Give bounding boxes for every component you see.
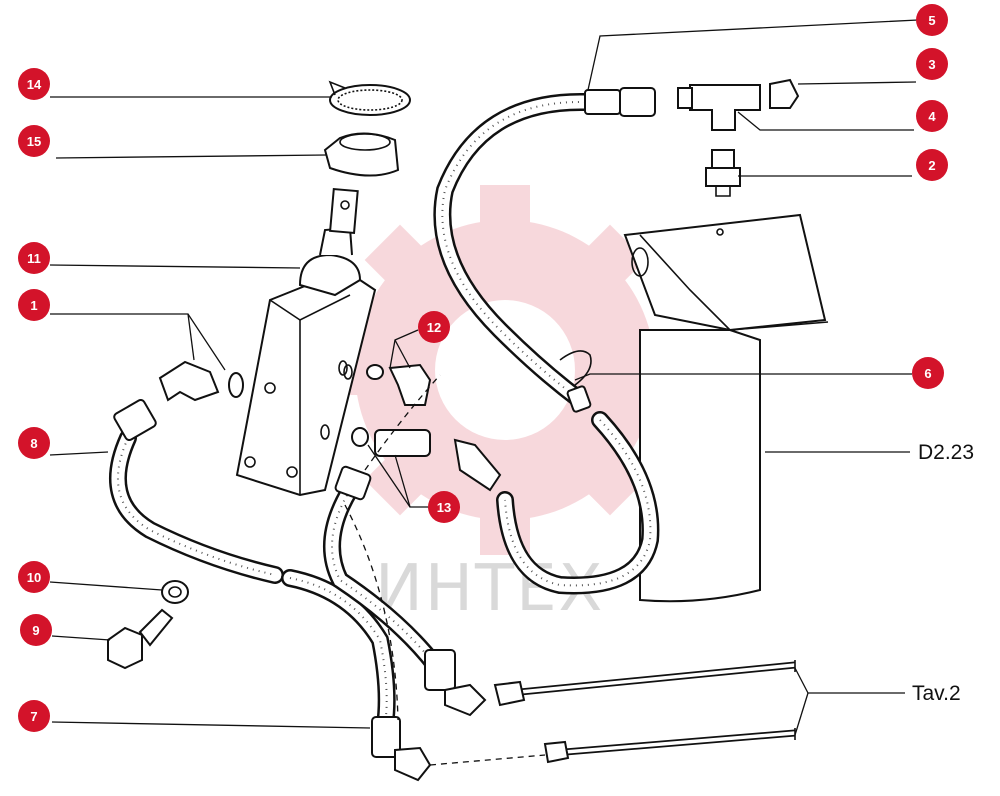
assembly-line-lower xyxy=(429,754,546,766)
svg-text:9: 9 xyxy=(32,623,39,638)
callout-12: 12 xyxy=(418,311,450,343)
svg-text:6: 6 xyxy=(924,366,931,381)
callout-2: 2 xyxy=(916,149,948,181)
hose-filter-loop xyxy=(433,92,594,409)
hose-left xyxy=(108,429,396,734)
callout-7: 7 xyxy=(18,700,50,732)
callout-11: 11 xyxy=(18,242,50,274)
svg-text:12: 12 xyxy=(427,320,441,335)
callout-3: 3 xyxy=(916,48,948,80)
callout-8: 8 xyxy=(18,427,50,459)
svg-text:10: 10 xyxy=(27,570,41,585)
hose-filter-return xyxy=(496,411,660,595)
callout-4: 4 xyxy=(916,100,948,132)
svg-text:15: 15 xyxy=(27,134,41,149)
svg-text:7: 7 xyxy=(30,709,37,724)
code-main: D2.23 xyxy=(918,441,974,464)
svg-text:13: 13 xyxy=(437,500,451,515)
svg-text:8: 8 xyxy=(30,436,37,451)
callout-15: 15 xyxy=(18,125,50,157)
valve-block xyxy=(235,187,377,497)
assembly-line-left xyxy=(344,504,399,721)
code-table-ref: Tav.2 xyxy=(912,682,961,705)
fittings xyxy=(107,78,800,782)
callout-6: 6 xyxy=(912,357,944,389)
svg-text:2: 2 xyxy=(928,158,935,173)
svg-text:3: 3 xyxy=(928,57,935,72)
svg-text:4: 4 xyxy=(928,109,936,124)
svg-text:1: 1 xyxy=(30,298,37,313)
filter-housing xyxy=(623,213,829,603)
steel-pipes xyxy=(519,660,796,756)
assembly-line-upper xyxy=(364,374,441,471)
callout-10: 10 xyxy=(18,561,50,593)
callout-14: 14 xyxy=(18,68,50,100)
callout-1: 1 xyxy=(18,289,50,321)
leader-lines xyxy=(49,19,919,736)
callout-9: 9 xyxy=(20,614,52,646)
dust-boot-cap xyxy=(323,132,400,177)
callout-13: 13 xyxy=(428,491,460,523)
svg-text:14: 14 xyxy=(27,77,42,92)
callout-5: 5 xyxy=(916,4,948,36)
hose-lower xyxy=(323,481,444,674)
svg-text:11: 11 xyxy=(27,251,41,266)
svg-text:5: 5 xyxy=(928,13,935,28)
hose-clamp-ring xyxy=(328,80,411,116)
